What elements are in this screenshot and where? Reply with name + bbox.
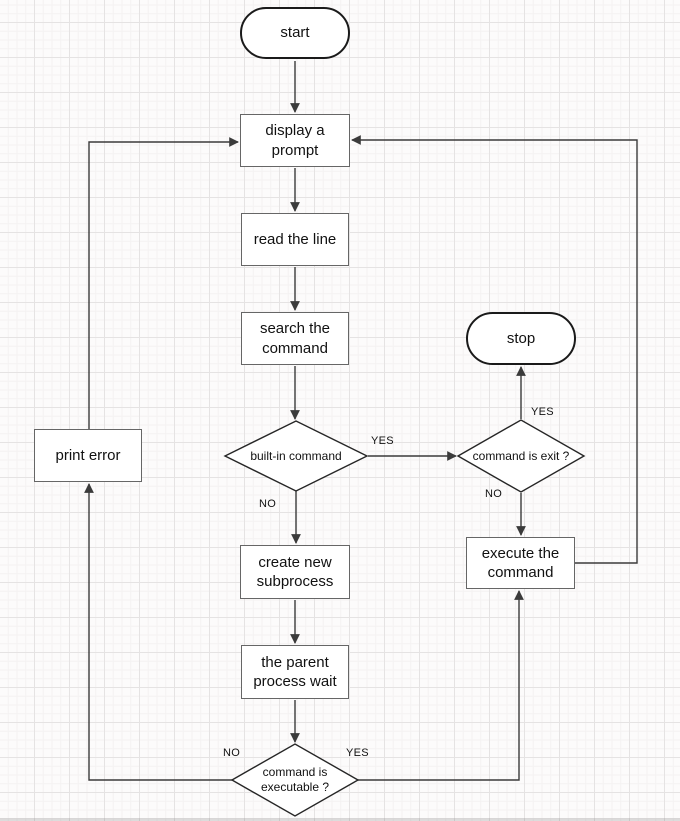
node-execute-command[interactable]: execute the command [466,537,575,589]
node-search-command-label: search the command [259,320,331,357]
node-parent-wait-label: the parent process wait [253,653,337,691]
edge-label-builtin-no: NO [259,498,277,510]
edge-execute-to-display[interactable] [351,135,638,564]
edge-executable-no-to-printerror[interactable] [84,483,232,781]
node-print-error[interactable]: print error [34,429,142,482]
node-create-subprocess[interactable]: create new subprocess [240,545,350,599]
node-display-prompt[interactable]: display a prompt [240,114,350,167]
node-read-line[interactable]: read the line [241,213,349,266]
edge-label-executable-yes: YES [346,747,369,759]
node-search-command[interactable]: search the command [241,312,349,365]
edge-label-executable-no: NO [223,747,241,759]
edge-label-builtin-yes: YES [371,435,394,447]
node-execute-command-label: execute the command [481,544,560,582]
node-display-prompt-label: display a prompt [265,122,325,159]
edge-printerror-to-display[interactable] [88,137,239,429]
node-command-executable-shape[interactable] [230,743,360,817]
node-command-is-exit-shape[interactable] [456,419,586,493]
edge-label-exit-yes: YES [531,406,554,418]
node-start-label: start [280,24,310,42]
node-read-line-label: read the line [253,230,337,248]
node-builtin-command-shape[interactable] [223,420,369,492]
node-print-error-label: print error [55,446,121,464]
edge-executable-yes-to-execute[interactable] [358,590,524,781]
node-create-subprocess-label: create new subprocess [256,553,334,591]
node-stop-label: stop [506,329,536,347]
canvas-bottom-edge [0,818,680,821]
node-parent-wait[interactable]: the parent process wait [241,645,349,699]
edge-label-exit-no: NO [485,488,503,500]
node-start[interactable]: start [240,7,350,59]
node-stop[interactable]: stop [466,312,576,365]
